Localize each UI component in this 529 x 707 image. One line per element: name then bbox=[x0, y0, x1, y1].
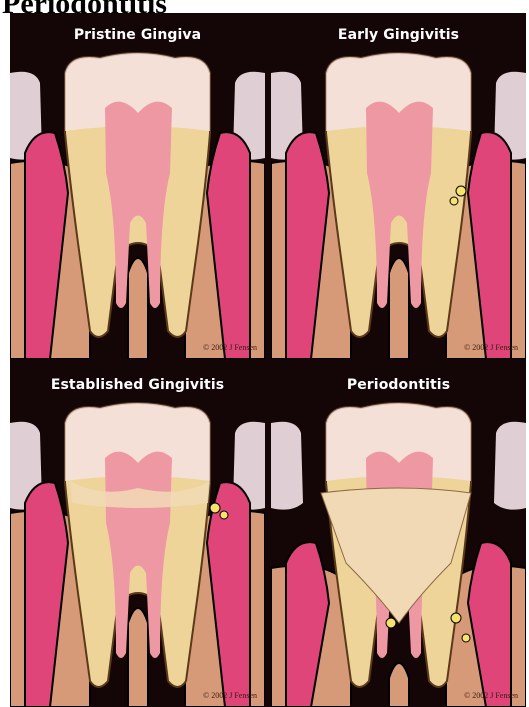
panel-pristine-gingiva: Pristine Gingiva © 2002 J Fensen bbox=[10, 13, 265, 359]
panel-title: Pristine Gingiva bbox=[10, 27, 265, 43]
copyright-credit: © 2002 J Fensen bbox=[203, 691, 257, 700]
tooth-illustration bbox=[271, 13, 526, 359]
copyright-credit: © 2002 J Fensen bbox=[464, 691, 518, 700]
tooth-illustration bbox=[10, 13, 265, 359]
bone-inter-root bbox=[128, 608, 148, 707]
bone-inter-root bbox=[389, 258, 409, 359]
panel-title: Established Gingivitis bbox=[10, 377, 265, 393]
neighbor-tooth-left bbox=[271, 422, 303, 510]
bacteria-cluster bbox=[220, 511, 228, 519]
bacteria-cluster bbox=[450, 197, 458, 205]
copyright-credit: © 2002 J Fensen bbox=[464, 343, 518, 352]
panel-title: Early Gingivitis bbox=[271, 27, 526, 43]
panel-title: Periodontitis bbox=[271, 377, 526, 393]
bone-inter-root bbox=[128, 258, 148, 359]
tooth-illustration bbox=[10, 363, 265, 707]
neighbor-tooth-right bbox=[494, 422, 526, 510]
bacteria-cluster bbox=[210, 503, 220, 513]
bacteria-cluster bbox=[456, 186, 466, 196]
panel-early-gingivitis: Early Gingivitis © 2002 J Fensen bbox=[271, 13, 526, 359]
tooth-illustration bbox=[271, 363, 526, 707]
copyright-credit: © 2002 J Fensen bbox=[203, 343, 257, 352]
panel-periodontitis: Periodontitis © 2002 J Fensen bbox=[271, 363, 526, 707]
bacteria-cluster bbox=[462, 634, 470, 642]
panel-established-gingivitis: Established Gingivitis © 2002 J Fensen bbox=[10, 363, 265, 707]
illustration-grid: Pristine Gingiva © 2002 J Fensen Early G… bbox=[10, 13, 526, 707]
bacteria-cluster bbox=[451, 613, 461, 623]
bone-inter-root bbox=[389, 663, 409, 707]
bacteria-cluster bbox=[386, 618, 396, 628]
